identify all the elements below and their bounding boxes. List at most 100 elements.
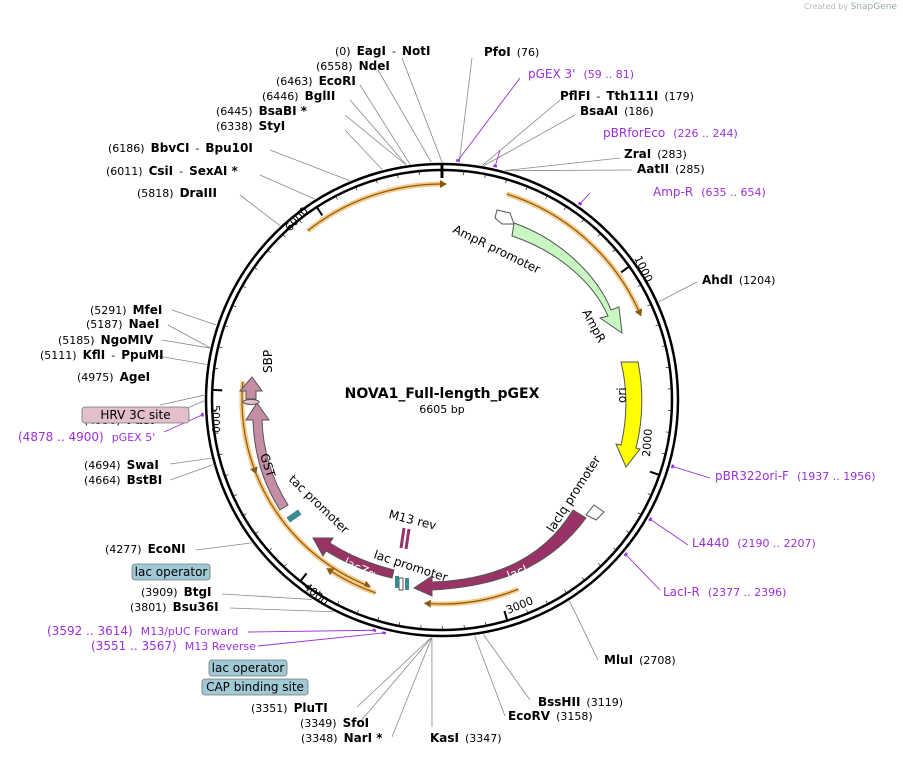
ampr-promoter-arrow[interactable] [494,209,515,225]
tac-promoter-mark [286,509,302,523]
site-label-part: NdeI [359,59,390,73]
site-label-part: (4664) [84,474,121,487]
site-label-part: KflI [83,348,106,362]
site-leader [377,69,432,163]
site-label-part: Bpu10I [205,141,252,155]
tick-mark [397,174,399,179]
site-label-part: (3351) [251,702,288,715]
site-label-part: BssHII [538,695,580,709]
site-label-part: BsaBI * [259,104,308,118]
site-label-part: StyI [259,119,286,133]
plasmid-name: NOVA1_Full-length_pGEX [345,386,540,402]
tick-mark [526,609,529,614]
site-leader [229,607,334,613]
label-leader-lines [157,57,711,738]
primer-label-part: (635 .. 654) [701,186,766,199]
tick-mark [224,325,229,328]
primer-mark [493,164,498,168]
tick-mark [267,249,271,253]
site-label-part: AatII [637,162,669,176]
site-label-part: DraIII [180,186,217,200]
site-label-part: (6558) [316,60,353,73]
tick-mark [626,530,630,534]
site-label-part: (3349) [300,717,337,730]
ori-arrow[interactable] [615,361,643,468]
laciq-promoter-arrow[interactable] [585,504,605,521]
site-leader [161,339,210,349]
ori-label: ori [615,387,629,403]
tick-mark [581,218,585,223]
sbp-arrow[interactable] [238,376,263,400]
site-label-part: (3347) [465,732,502,745]
tick-mark [335,195,338,200]
site-label-nari: (3348)NarI * [301,731,383,745]
site-label-zrai: ZraI(283) [624,147,687,161]
site-label-part: (6463) [276,75,313,88]
site-leader [169,457,212,465]
boxed-feature-lacop1[interactable]: lac operator [131,563,211,581]
site-label-part: PluTI [294,701,328,715]
tick-mark [612,547,617,551]
m13-rev-label: M13 rev [387,507,438,532]
primer-label-pgex5: (4878 .. 4900)pGEX 5' [18,430,155,444]
primer-labels: pGEX 3'(59 .. 81)pBRforEco(226 .. 244)Am… [18,67,876,653]
site-label-bglii: (6446)BglII [262,89,335,103]
tick-mark [232,304,237,308]
site-label-part: Tth111I [606,89,658,103]
laczalpha-arrow[interactable] [312,537,395,579]
site-leader [239,194,281,226]
tick-mark [647,493,652,496]
site-leader [259,174,315,200]
ampr-arrow[interactable] [511,222,623,335]
hrv-3c-mark [242,399,260,405]
tick-mark [355,186,358,191]
primer-leader [625,554,661,591]
site-label-part: (5187) [86,318,123,331]
primer-leader [247,629,375,633]
site-label-bsaai: BsaAI(186) [580,104,654,118]
tick-mark [665,366,670,368]
site-label-part: (4975) [77,371,114,384]
sbp-label: SBP [261,350,275,373]
site-leader [344,129,383,170]
site-leader [171,309,217,326]
tick-mark [545,600,549,605]
site-label-bsabi: (6445)BsaBI * [216,104,308,118]
site-label-part: EcoRV [508,709,551,723]
primer-label-pgex3: pGEX 3' (59 .. 81) [528,67,634,81]
primer-label-part: LacI-R [663,585,700,599]
boxed-feature-bg [81,406,190,424]
site-label-part: CsiI [149,164,174,178]
site-leader [483,634,531,701]
site-label-part: (2708) [639,654,676,667]
site-label-part: EagI [357,44,386,58]
site-label-part: NaeI [129,317,160,331]
site-label-part: PpuMI [121,348,163,362]
boxed-feature-hrv3c[interactable]: HRV 3C site [81,406,190,424]
primer-label-part: pGEX 3' [528,67,575,81]
tick-label: 1000 [631,254,655,285]
site-label-part: AhdI [702,273,733,287]
laci-arrow[interactable] [412,509,587,597]
boxed-feature-lacop2[interactable]: lac operator [208,659,288,677]
site-label-part: ZraI [624,147,651,161]
primer-mark [648,517,653,522]
site-label-part: NarI * [344,731,384,745]
tick-label: 2000 [640,428,655,457]
site-label-pflfi: PflFI-Tth111I(179) [560,89,694,103]
boxed-feature-capsite[interactable]: CAP binding site [201,678,309,696]
tick-mark [563,206,567,210]
site-label-ahdi: AhdI(1204) [702,273,775,287]
site-label-csii: (6011)CsiI-SexAI * [106,164,239,178]
tick-mark [598,563,602,567]
primer-label-part: (59 .. 81) [583,68,634,81]
site-label-part: MluI [604,653,633,667]
tick-mark [243,513,247,516]
primer-label-pbrforeco: pBRforEco(226 .. 244) [603,126,738,140]
tick-mark [214,367,219,369]
gst-arrow[interactable] [245,402,289,511]
primer-label-part: (226 .. 244) [673,127,738,140]
primer-label-l4440: L4440(2190 .. 2207) [692,536,816,550]
feature-arc [255,472,365,585]
site-label-eagi: (0)EagI-NotI [335,44,430,58]
